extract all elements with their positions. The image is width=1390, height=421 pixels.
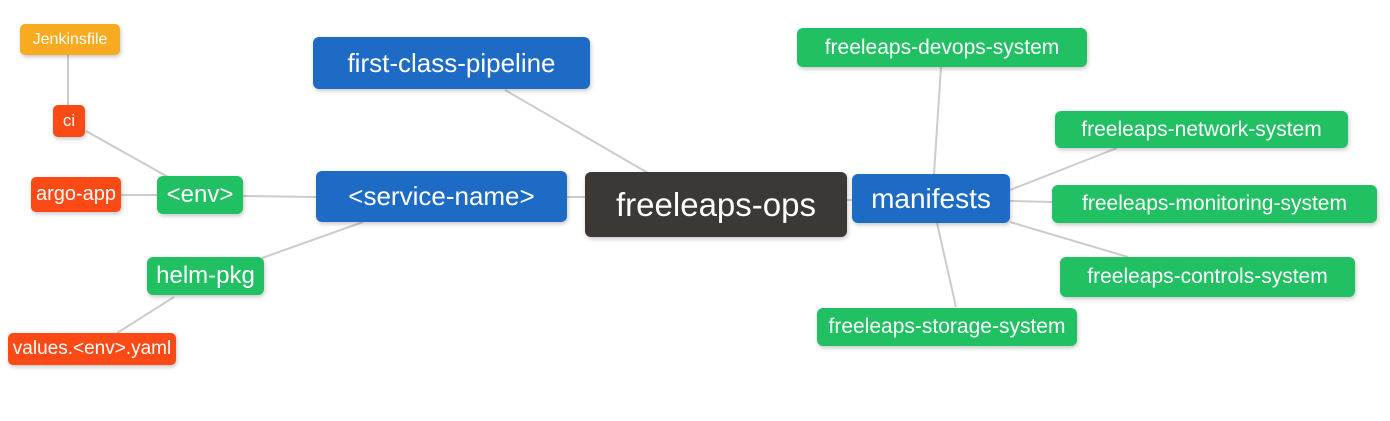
edge-manifests-network — [1009, 147, 1118, 191]
edge-manifests-storage — [936, 222, 957, 308]
node-freeleaps-storage-system[interactable]: freeleaps-storage-system — [817, 308, 1077, 346]
edge-manifests-devops — [933, 66, 942, 175]
node-freeleaps-devops-system[interactable]: freeleaps-devops-system — [797, 28, 1087, 67]
node-jenkinsfile[interactable]: Jenkinsfile — [20, 24, 120, 55]
edge-values-helmpkg — [116, 296, 175, 334]
edge-pipeline-ops — [504, 89, 649, 174]
node-env[interactable]: <env> — [157, 176, 243, 214]
edge-helmpkg-servicename — [261, 221, 364, 259]
node-freeleaps-controls-system[interactable]: freeleaps-controls-system — [1060, 257, 1355, 297]
node-argo-app[interactable]: argo-app — [31, 177, 121, 212]
node-freeleaps-monitoring-system[interactable]: freeleaps-monitoring-system — [1052, 185, 1377, 223]
edge-manifests-controls — [1009, 221, 1129, 258]
node-service-name[interactable]: <service-name> — [316, 171, 567, 222]
edge-manifests-monitoring — [1009, 200, 1053, 203]
node-manifests[interactable]: manifests — [852, 174, 1010, 223]
node-ci[interactable]: ci — [53, 105, 85, 137]
node-freeleaps-ops-root[interactable]: freeleaps-ops — [585, 172, 847, 237]
node-helm-pkg[interactable]: helm-pkg — [147, 257, 264, 295]
edge-env-servicename — [242, 195, 317, 198]
edge-ci-env — [85, 130, 169, 178]
node-first-class-pipeline[interactable]: first-class-pipeline — [313, 37, 590, 89]
node-values-env-yaml[interactable]: values.<env>.yaml — [8, 333, 176, 365]
node-freeleaps-network-system[interactable]: freeleaps-network-system — [1055, 111, 1348, 148]
